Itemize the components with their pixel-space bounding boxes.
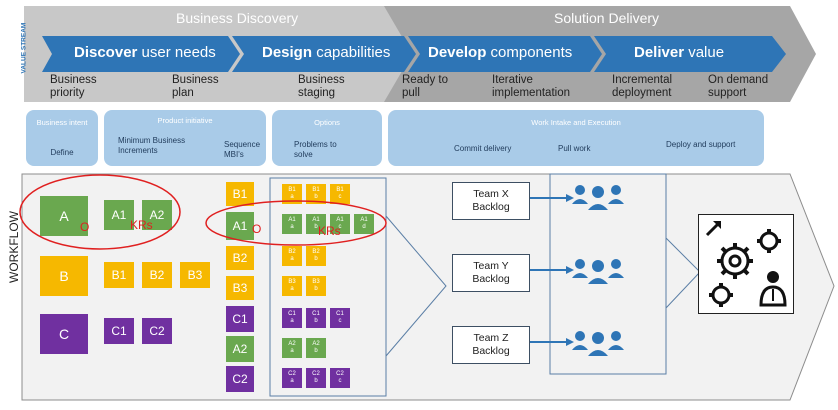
okr-objective-a: O (80, 220, 90, 234)
sequence-item: B3 (226, 276, 254, 300)
mbi-b1: B1 (104, 262, 134, 288)
milestone-iterative-implementation: Iterative implementation (492, 74, 570, 99)
team-z-backlog: Team Z Backlog (452, 326, 530, 364)
business-discovery-title: Business Discovery (176, 10, 299, 26)
stage-deliver: Deliver value (634, 44, 725, 61)
okr-key-results-a: KRs (130, 218, 153, 232)
gears-icon (705, 221, 787, 307)
milestone-on-demand-support: On demand support (708, 74, 769, 99)
milestone-business-priority: Business priority (50, 74, 97, 99)
intent-c: C (40, 314, 88, 354)
stage-design: Design capabilities (262, 44, 391, 61)
mbi-c2: C2 (142, 318, 172, 344)
team-people-icon (572, 259, 624, 284)
team-x-backlog: Team X Backlog (452, 182, 530, 220)
team-people-icon (572, 185, 624, 210)
workflow-label: WORKFLOW (7, 211, 21, 283)
milestone-incremental-deployment: Incremental deployment (612, 74, 673, 99)
deploy-gears-box (698, 214, 794, 314)
intent-b: B (40, 256, 88, 296)
team-y-backlog: Team Y Backlog (452, 254, 530, 292)
sequence-item: C1 (226, 306, 254, 332)
header-band (24, 6, 816, 102)
sequence-item: B2 (226, 246, 254, 270)
sequence-item: A1 (226, 212, 254, 240)
mbi-c1: C1 (104, 318, 134, 344)
phase-business-intent: Business intent Define (26, 110, 98, 166)
okr-objective-a1: O (252, 222, 262, 236)
milestone-business-staging: Business staging (298, 74, 345, 99)
milestone-business-plan: Business plan (172, 74, 219, 99)
phase-work-intake: Work Intake and Execution Commit deliver… (388, 110, 764, 166)
sequence-item: C2 (226, 366, 254, 392)
mbi-b2: B2 (142, 262, 172, 288)
sequence-item: A2 (226, 336, 254, 362)
solution-delivery-title: Solution Delivery (554, 10, 660, 26)
stage-discover: Discover user needs (74, 44, 216, 61)
team-people-icon (572, 331, 624, 356)
mbi-b3: B3 (180, 262, 210, 288)
phase-options: Options Problems to solve (272, 110, 382, 166)
milestone-ready-to-pull: Ready to pull (402, 74, 449, 99)
value-stream-label: VALUE STREAM (20, 22, 28, 74)
phase-product-initiative: Product initiative Minimum Business Incr… (104, 110, 266, 166)
stage-develop: Develop components (428, 44, 573, 61)
sequence-item: B1 (226, 182, 254, 206)
okr-key-results-a1: KRs (318, 224, 341, 238)
